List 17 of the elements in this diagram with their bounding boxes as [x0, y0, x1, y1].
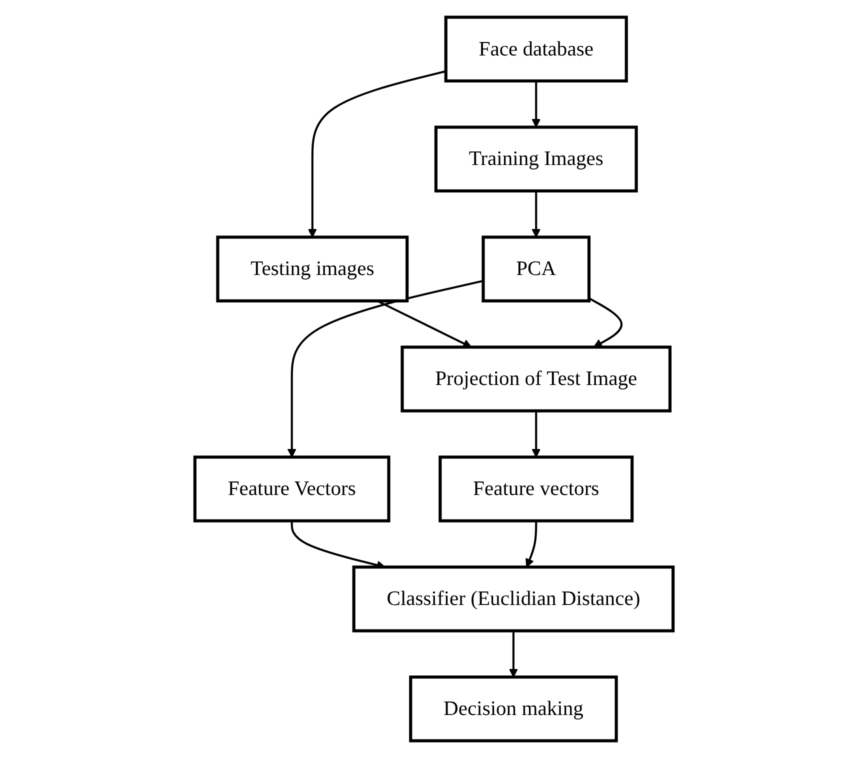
arrow — [508, 630, 518, 678]
arrow — [287, 280, 484, 458]
node-box: Projection of Test Image — [400, 346, 672, 412]
node-box: Decision making — [409, 676, 618, 742]
arrow — [588, 297, 623, 348]
arrow — [308, 70, 446, 238]
node-box: Classifier (Euclidian Distance) — [352, 566, 675, 632]
arrow — [532, 410, 541, 458]
node-box: Face database — [444, 16, 628, 82]
node-box: Testing images — [216, 236, 409, 302]
node-box: PCA — [482, 236, 591, 302]
node-box: Feature Vectors — [193, 456, 390, 522]
node-box: Feature vectors — [438, 456, 634, 522]
arrow — [532, 80, 541, 128]
node-box: Training Images — [434, 126, 638, 192]
arrow — [526, 520, 538, 568]
arrow — [532, 190, 541, 238]
